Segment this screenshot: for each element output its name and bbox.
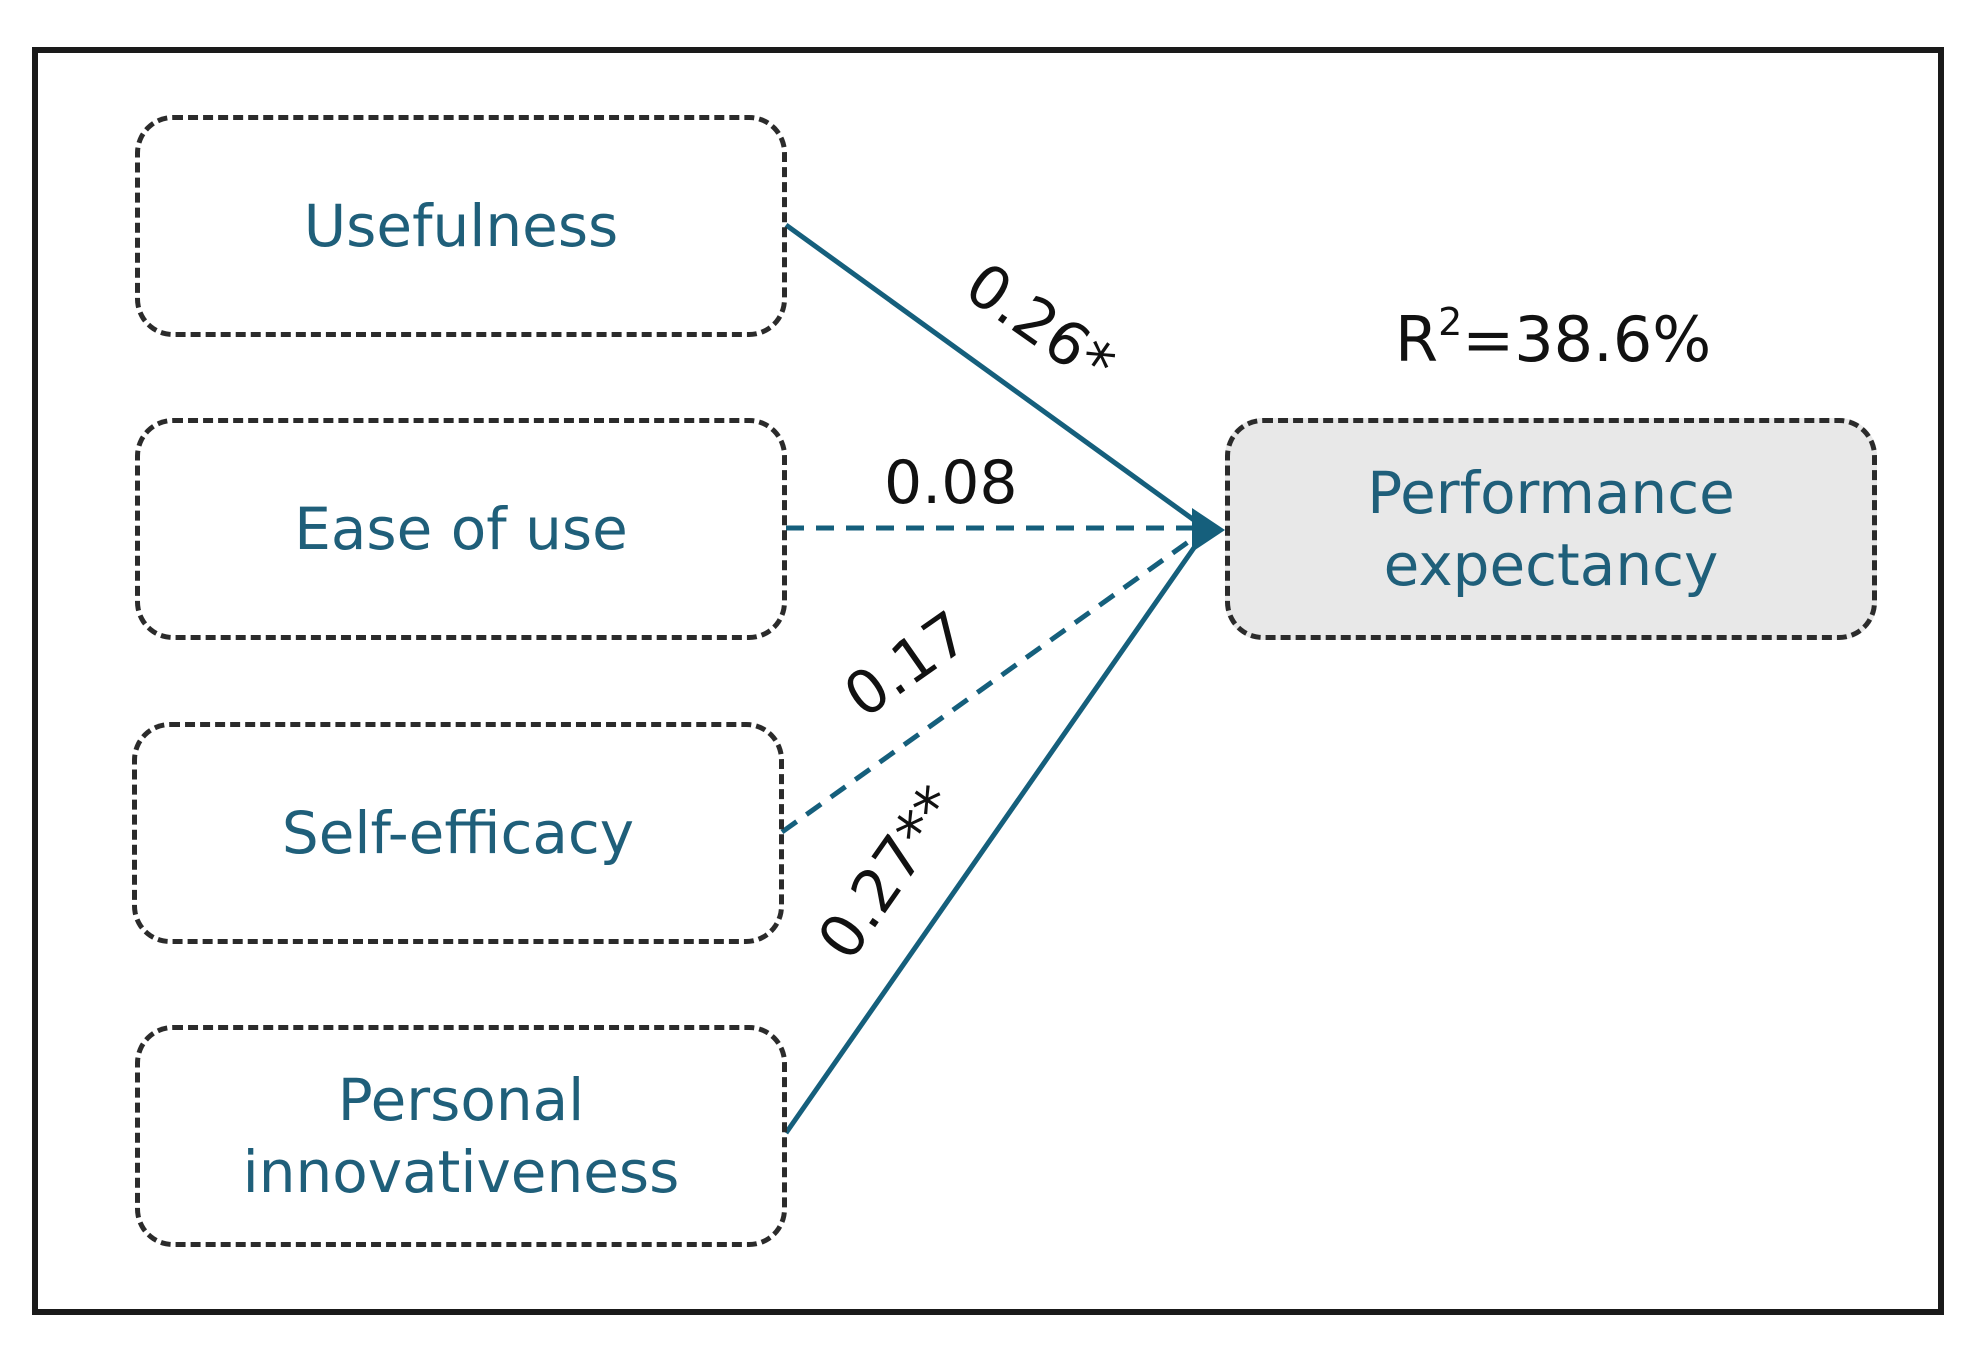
r-squared-symbol: R [1395, 303, 1439, 376]
node-label-line: innovativeness [242, 1138, 680, 1206]
node-usefulness: Usefulness [135, 115, 787, 337]
path-usefulness [784, 222, 1207, 531]
node-performance-expectancy: Performance expectancy [1225, 418, 1877, 640]
node-label-line: Personal [337, 1066, 585, 1134]
node-self-efficacy: Self-efficacy [132, 722, 784, 944]
arrowhead [1192, 508, 1225, 552]
r-squared-value: =38.6% [1462, 303, 1712, 376]
node-ease-of-use: Ease of use [135, 418, 787, 640]
diagram-frame [32, 47, 1944, 1315]
node-label-line: expectancy [1383, 531, 1719, 599]
node-label: Self-efficacy [281, 799, 635, 867]
node-label: Usefulness [303, 192, 619, 260]
node-label: Ease of use [294, 495, 628, 563]
node-label-line: Performance [1367, 459, 1735, 527]
r-squared-label: R2=38.6% [1395, 300, 1711, 376]
node-personal-innovativeness: Personal innovativeness [135, 1025, 787, 1247]
path-personal-innovativeness [783, 530, 1208, 1135]
r-squared-superscript: 2 [1438, 300, 1463, 344]
path-self-efficacy [780, 527, 1207, 835]
coefficient-ease-of-use: 0.08 [884, 448, 1018, 518]
